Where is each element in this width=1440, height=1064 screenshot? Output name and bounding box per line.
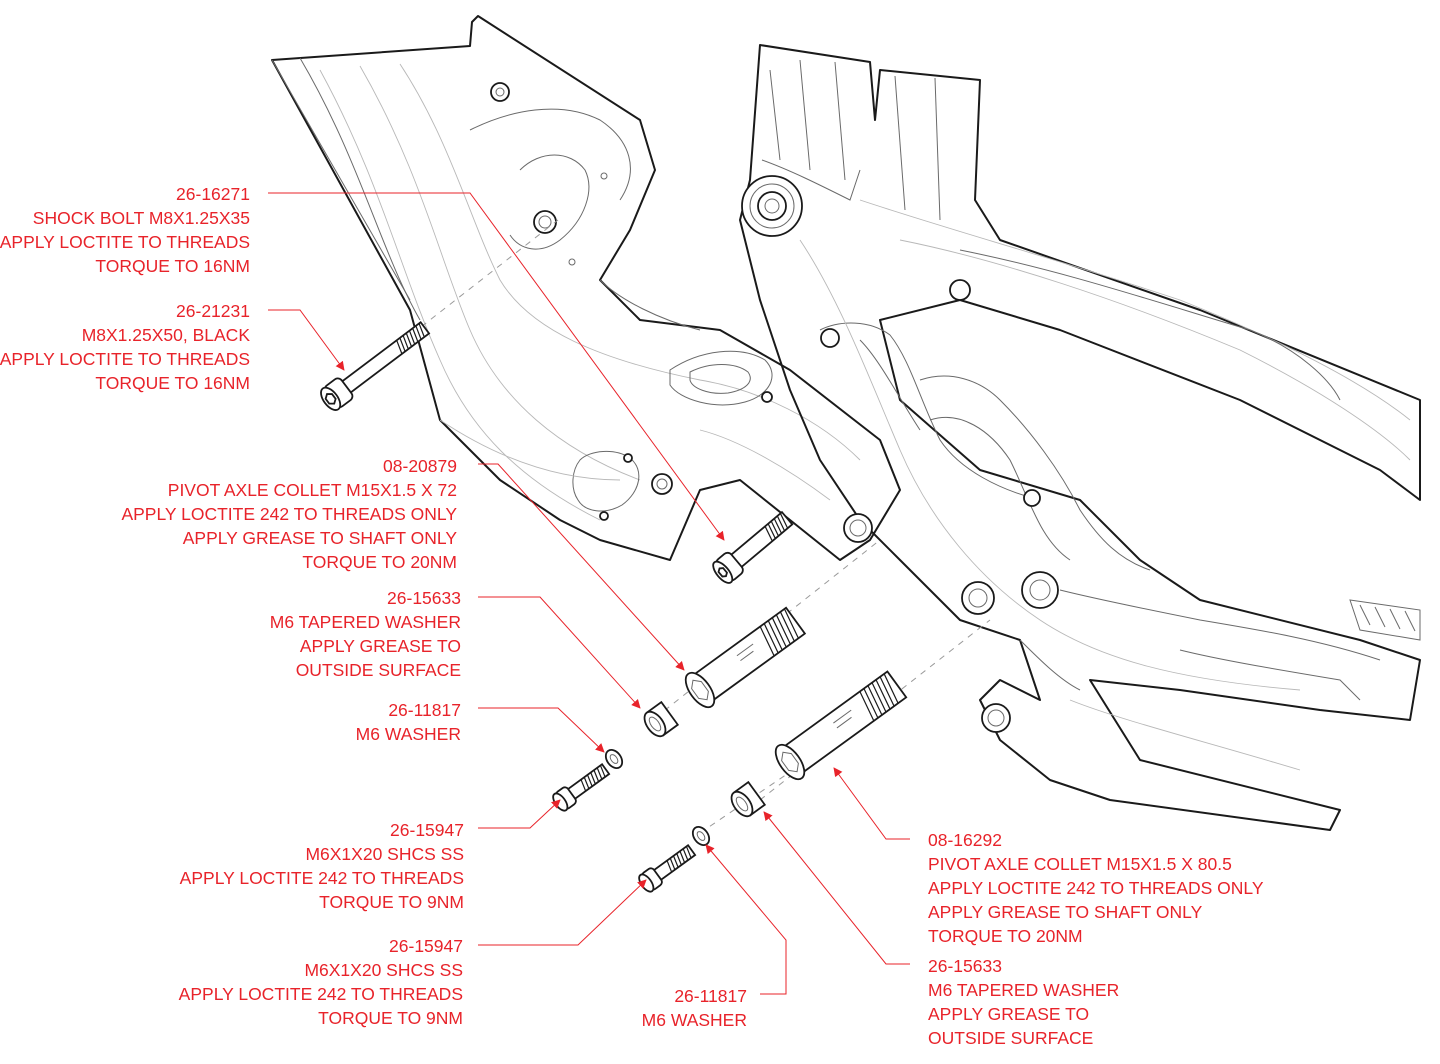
callout-line: M6X1X20 SHCS SS: [305, 844, 464, 864]
front-triangle-frame: [271, 15, 901, 561]
part-number: 08-16292: [928, 830, 1002, 850]
m8-bolt-part: [320, 320, 431, 411]
callout-line: M6 WASHER: [355, 724, 461, 744]
callout-line: APPLY GREASE TO SHAFT ONLY: [182, 528, 457, 548]
callout-line: TORQUE TO 9NM: [318, 1008, 463, 1028]
callout-line: M6 TAPERED WASHER: [928, 980, 1120, 1000]
callout-line: APPLY GREASE TO SHAFT ONLY: [928, 902, 1203, 922]
leader-m6-washer-lower: [705, 844, 787, 995]
callout-tapered-washer-lower: 26-15633 M6 TAPERED WASHER APPLY GREASE TO…: [928, 954, 1119, 1050]
callout-line: PIVOT AXLE COLLET M15X1.5 X 72: [167, 480, 457, 500]
leader-shock-bolt: [268, 192, 725, 541]
leader-shcs-lower: [478, 879, 647, 946]
callout-line: APPLY LOCTITE TO THREADS: [0, 349, 250, 369]
leader-collet-80: [833, 767, 910, 840]
leader-shcs-upper: [478, 799, 561, 829]
callout-line: M6 TAPERED WASHER: [269, 612, 461, 632]
part-number: 26-15947: [389, 936, 463, 956]
rear-triangle-swingarm: [739, 44, 1421, 831]
leader-m6-washer-upper: [478, 707, 605, 753]
callout-line: TORQUE TO 16NM: [95, 256, 250, 276]
callout-line: TORQUE TO 20NM: [928, 926, 1083, 946]
callout-line: APPLY GREASE TO: [299, 636, 461, 656]
shcs-upper-part: [552, 763, 611, 812]
callout-line: APPLY LOCTITE 242 TO THREADS ONLY: [928, 878, 1264, 898]
part-number: 26-21231: [176, 301, 250, 321]
callout-line: TORQUE TO 16NM: [95, 373, 250, 393]
callout-line: APPLY GREASE TO: [928, 1004, 1090, 1024]
part-number: 26-15633: [928, 956, 1002, 976]
leader-lines: [268, 192, 910, 995]
leader-m8-bolt: [268, 309, 345, 371]
tapered-washer-upper-part: [643, 700, 680, 738]
callout-m6-washer-upper: 26-11817 M6 WASHER: [356, 698, 461, 746]
pivot-axle-collet-80-part: [774, 670, 908, 781]
part-number: 26-11817: [388, 700, 461, 720]
part-number: 26-15947: [390, 820, 464, 840]
callout-line: APPLY LOCTITE 242 TO THREADS ONLY: [121, 504, 457, 524]
m6-washer-lower-part: [691, 826, 711, 846]
pivot-axle-collet-72-part: [684, 606, 807, 709]
part-number: 26-11817: [674, 986, 747, 1006]
part-number: 26-16271: [176, 184, 250, 204]
tapered-washer-lower-part: [730, 780, 767, 818]
m6-washer-upper-part: [604, 749, 624, 769]
callout-line: APPLY LOCTITE TO THREADS: [0, 232, 250, 252]
callout-line: OUTSIDE SURFACE: [295, 660, 461, 680]
callout-line: M6 WASHER: [641, 1010, 747, 1030]
shock-bolt-part: [712, 510, 794, 584]
callout-line: M8X1.25X50, BLACK: [81, 325, 250, 345]
leader-collet-72: [478, 463, 685, 671]
part-number: 26-15633: [387, 588, 461, 608]
callout-line: OUTSIDE SURFACE: [928, 1028, 1094, 1048]
shcs-lower-part: [638, 844, 697, 893]
callout-line: TORQUE TO 20NM: [302, 552, 457, 572]
leader-tapered-washer-lower: [763, 811, 910, 965]
callout-line: APPLY LOCTITE 242 TO THREADS: [179, 868, 464, 888]
callout-line: APPLY LOCTITE 242 TO THREADS: [178, 984, 463, 1004]
callout-tapered-washer-upper: 26-15633 M6 TAPERED WASHER APPLY GREASE TO…: [270, 586, 461, 682]
callout-line: SHOCK BOLT M8X1.25X35: [32, 208, 250, 228]
part-number: 08-20879: [383, 456, 457, 476]
callout-line: M6X1X20 SHCS SS: [304, 960, 463, 980]
callout-line: PIVOT AXLE COLLET M15X1.5 X 80.5: [928, 854, 1232, 874]
leader-tapered-washer-upper: [478, 596, 641, 709]
callout-line: TORQUE TO 9NM: [319, 892, 464, 912]
callout-m6-washer-lower: 26-11817 M6 WASHER: [642, 984, 747, 1032]
